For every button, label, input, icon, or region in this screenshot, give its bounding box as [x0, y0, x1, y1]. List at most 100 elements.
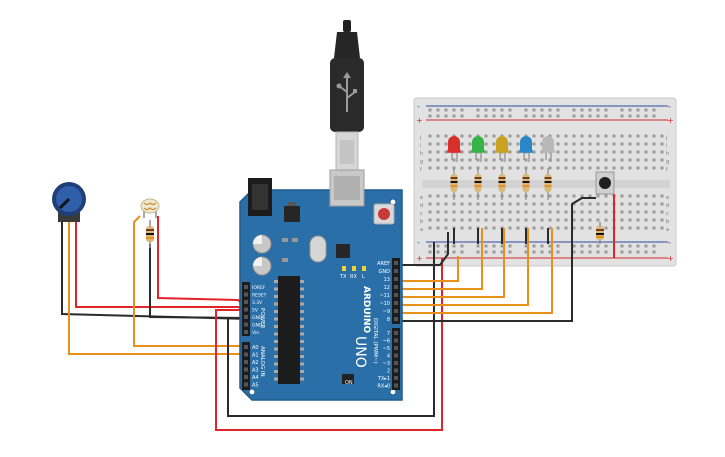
wire-pin11[interactable] [392, 228, 505, 298]
wire-pin10[interactable] [392, 228, 529, 306]
led-white[interactable] [541, 136, 555, 162]
row-letter: h [666, 151, 669, 157]
usb-symbol-icon [336, 72, 357, 112]
wire-pot-gnd[interactable] [61, 222, 251, 320]
row-letter: d [666, 203, 669, 209]
rail-plus-label-top-right: + [667, 116, 674, 125]
power-jack[interactable] [248, 178, 272, 216]
power-pin-label: IOREF [252, 285, 266, 291]
arduino-logo: ARDUINO UNO [352, 286, 371, 368]
row-letter: g [666, 159, 669, 165]
digital-pin-label: RX◂0 [377, 384, 390, 390]
analog-pin-label: A5 [252, 383, 259, 389]
wire-gnd-led[interactable] [392, 232, 449, 266]
row-letter: f [666, 167, 668, 173]
usb-port[interactable] [329, 169, 365, 207]
wire-gnd-rail[interactable] [227, 242, 435, 417]
wire-pin8-button[interactable] [392, 197, 596, 322]
rail-plus-label-bottom-right: + [667, 254, 674, 263]
power-pin-label: GND [252, 323, 263, 329]
potentiometer[interactable] [52, 182, 86, 222]
row-letter: c [666, 211, 669, 217]
photoresistor-resistor[interactable] [146, 220, 154, 248]
row-letter: c [420, 211, 423, 217]
row-letter: i [666, 143, 667, 149]
analog-section-label: ANALOG IN [259, 346, 265, 377]
led-green[interactable] [471, 136, 485, 162]
on-label: ON [345, 380, 353, 386]
digital-pin-label: 7 [387, 331, 390, 337]
rail-plus-label-bottom: + [416, 254, 423, 263]
row-letter: a [420, 227, 423, 233]
voltage-regulator [284, 206, 300, 222]
row-letter: f [420, 167, 422, 173]
digital-pin-label: ~11 [379, 293, 390, 299]
led-resistors [450, 168, 552, 200]
wire-pin13[interactable] [392, 256, 459, 282]
led-row [447, 136, 555, 162]
crystal-oscillator [309, 235, 327, 263]
row-letter: g [420, 159, 423, 165]
led-resistor[interactable] [450, 168, 458, 200]
photoresistor[interactable] [140, 198, 160, 218]
digital-header-bottom[interactable] [392, 328, 400, 390]
analog-header[interactable] [242, 342, 250, 390]
led-resistor[interactable] [544, 168, 552, 200]
analog-pin-label: A4 [252, 375, 259, 381]
led-resistor[interactable] [498, 168, 506, 200]
wire-ldr-a1[interactable] [133, 215, 250, 347]
led-resistor[interactable] [522, 168, 530, 200]
rail-minus-label-top-right: - [668, 102, 671, 111]
reset-button[interactable] [373, 203, 395, 225]
analog-pin-label: A2 [252, 360, 259, 366]
rx-label: RX [350, 274, 357, 280]
digital-header-top[interactable] [392, 258, 400, 324]
led-red[interactable] [447, 136, 461, 162]
analog-pin-label: A0 [252, 345, 259, 351]
row-letter: a [666, 227, 669, 233]
rail-minus-label-top: - [417, 102, 420, 111]
power-section-label: POWER [259, 308, 265, 329]
digital-pin-label: ~6 [383, 339, 390, 345]
rail-minus-label-bottom: - [417, 238, 420, 247]
breadboard-holes [428, 108, 664, 254]
digital-pin-label: GND [379, 269, 391, 275]
row-letter: e [666, 195, 669, 201]
analog-pin-label: A1 [252, 353, 259, 359]
arduino-logo-text: ARDUINO [361, 286, 371, 334]
digital-pin-label: ~5 [383, 346, 390, 352]
wire-pin9[interactable] [392, 228, 553, 314]
power-pin-label: 3.3V [252, 300, 263, 306]
led-resistor[interactable] [474, 168, 482, 200]
rail-minus-label-bottom-right: - [668, 238, 671, 247]
digital-pin-label: ~10 [379, 301, 390, 307]
button-pulldown-resistor[interactable] [596, 222, 604, 244]
wire-5v-rail[interactable] [215, 258, 443, 431]
arduino-uno-board[interactable]: TX RX L ON ARDUINO UNO POWER ANALOG IN D… [239, 169, 403, 401]
digital-section-label: DIGITAL (PWM~) [372, 318, 378, 364]
digital-pin-label: ~9 [383, 309, 390, 315]
usb-cable[interactable] [330, 20, 364, 173]
led-yellow[interactable] [495, 136, 509, 162]
wire-pot-a0[interactable] [68, 222, 250, 355]
digital-pin-label: TX▸1 [377, 376, 390, 382]
push-button[interactable] [595, 171, 615, 195]
wire-ldr-5v[interactable] [157, 216, 251, 311]
led-blue[interactable] [519, 136, 533, 162]
power-pin-label: GND [252, 315, 263, 321]
analog-pin-label: A3 [252, 368, 259, 374]
row-letter: i [420, 143, 421, 149]
digital-pin-label: 8 [387, 317, 390, 323]
tx-label: TX [339, 274, 347, 280]
row-letter: b [420, 219, 423, 225]
power-pin-label: 5V [252, 308, 259, 314]
atmega-chip [274, 276, 304, 384]
row-letter: h [420, 151, 423, 157]
row-letter: j [665, 135, 667, 141]
wire-pin12[interactable] [392, 228, 483, 290]
